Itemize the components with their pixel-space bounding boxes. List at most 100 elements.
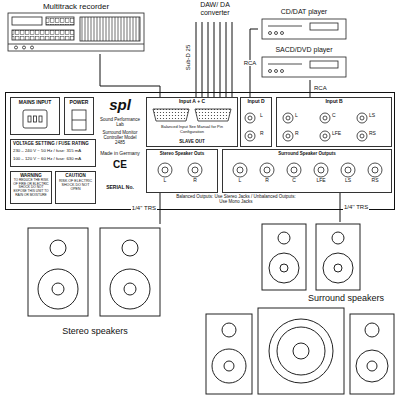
- daw-cable: [208, 22, 209, 98]
- panel-connectors: [314, 163, 328, 177]
- speaker: [278, 232, 290, 244]
- cd-player: [262, 19, 346, 39]
- cable: [100, 54, 160, 97]
- input-section: Input DLR: [240, 97, 272, 147]
- node-text: POWER: [65, 100, 93, 106]
- node-text: C: [332, 113, 350, 119]
- input-section: Input A + C Balanced Input See Manual for…: [146, 97, 238, 147]
- speaker: [332, 232, 344, 244]
- node-text: Surround speakers: [298, 293, 394, 303]
- sacd-player: [310, 61, 338, 68]
- device-label: DAW/ DA converter: [186, 1, 244, 17]
- daw-cable: [214, 22, 215, 98]
- sacd-player: [262, 57, 346, 77]
- node-text: WARNING: [11, 173, 51, 178]
- output-section: Surround Speaker OutputsLRCLFELSRS: [222, 149, 392, 193]
- daw-cable: [196, 22, 197, 98]
- panel-connectors: [323, 134, 327, 138]
- cable-label: Sub-D 25: [185, 37, 192, 77]
- node-text: RS: [367, 178, 383, 184]
- node-text: TO REDUCE THE RISK OF FIRE OR ELECTRIC S…: [12, 179, 50, 198]
- node-text: Input A + C: [147, 99, 237, 105]
- panel-connectors: [162, 167, 168, 173]
- multitrack-recorder: [8, 13, 144, 51]
- panel-connectors: [323, 116, 327, 120]
- panel-connectors: [283, 131, 293, 141]
- node-text: Stereo Speaker Outs: [147, 151, 217, 156]
- speaker: [262, 224, 306, 290]
- speaker: [356, 350, 388, 382]
- panel-connectors: [39, 116, 42, 122]
- device-box: CD/DAT player: [258, 8, 350, 42]
- input-section: Input BLRLFECLSRS: [276, 97, 392, 147]
- panel-section: POWER: [64, 97, 94, 135]
- node-text: RS: [369, 131, 387, 137]
- speaker: [280, 264, 288, 272]
- device-box: SACD/DVD player: [258, 46, 350, 80]
- node-text: spl: [98, 96, 142, 113]
- speaker: [124, 283, 136, 295]
- cd-player: [268, 26, 302, 27]
- sacd-player: [281, 70, 284, 73]
- speaker: [224, 361, 234, 371]
- panel-connectors: [318, 167, 324, 173]
- node-text: L: [159, 178, 171, 184]
- speaker: [269, 319, 333, 383]
- panel-connectors: [345, 167, 351, 173]
- speaker: [122, 240, 138, 256]
- node-text: CD/DAT player: [258, 8, 350, 16]
- multitrack-recorder: [46, 17, 74, 25]
- panel-connectors: [286, 134, 290, 138]
- node-text: MAINS INPUT: [11, 100, 59, 106]
- multitrack-recorder: [8, 13, 144, 51]
- cable-label: RCA: [243, 60, 258, 67]
- panel-connectors: [28, 116, 31, 122]
- speaker: [365, 323, 379, 337]
- output-section: Stereo Speaker OutsL R: [146, 149, 218, 193]
- node-text: R: [295, 131, 313, 137]
- panel-connectors: [287, 163, 301, 177]
- speaker: [28, 224, 394, 394]
- cd-player: [310, 23, 338, 30]
- speaker: [350, 314, 394, 394]
- speaker: [38, 269, 78, 309]
- node-text: R: [189, 178, 201, 184]
- panel-section: VOLTAGE SETTING / FUSE RATING 230 – 240 V…: [10, 139, 96, 167]
- panel-connectors: [372, 167, 378, 173]
- node-text: Balanced Input See Manual for Pin Config…: [149, 125, 235, 134]
- panel-section: MAINS INPUT: [10, 97, 60, 135]
- panel-connectors: [264, 167, 270, 173]
- panel-connectors: [233, 163, 247, 177]
- node-text: RISK OF ELECTRIC SHOCK DO NOT OPEN: [57, 179, 94, 191]
- panel-connectors: [320, 131, 330, 141]
- panel-connectors: [357, 113, 367, 123]
- node-text: R: [260, 131, 270, 137]
- node-text: 100 – 120 V ~ 60 Hz / fuse: 630 mA: [13, 157, 95, 162]
- node-text: Balanced Outputs: Use Stereo Jacks / Unb…: [176, 194, 296, 204]
- cable: [340, 193, 341, 222]
- multitrack-recorder: [15, 46, 18, 49]
- speaker-group: Stereo speakers: [20, 224, 170, 342]
- node-text: Multitrack recorder: [5, 2, 147, 11]
- cd-player: [262, 19, 346, 39]
- node-text: SLAVE OUT: [149, 139, 235, 144]
- node-text: LS: [369, 113, 387, 119]
- node-text: L: [260, 113, 270, 119]
- node-text: CE: [98, 159, 142, 171]
- node-text: LFE: [313, 178, 329, 184]
- speaker: [100, 228, 160, 316]
- node-text: VOLTAGE SETTING / FUSE RATING: [13, 141, 95, 146]
- panel-connectors: [357, 131, 367, 141]
- node-text: 230 – 240 V ~ 50 Hz / fuse: 315 mA: [13, 149, 95, 154]
- daw-cable: [220, 22, 221, 98]
- node-text: CAUTION: [56, 173, 95, 178]
- panel-connectors: [291, 167, 297, 173]
- speaker: [323, 253, 353, 283]
- node-text: L: [295, 113, 313, 119]
- node-text: C: [286, 178, 302, 184]
- speaker: [212, 349, 246, 383]
- cd-player: [275, 32, 278, 35]
- panel-connectors: [283, 113, 293, 123]
- multitrack-recorder: [23, 46, 26, 49]
- speaker-group: Surround speakers: [200, 222, 396, 396]
